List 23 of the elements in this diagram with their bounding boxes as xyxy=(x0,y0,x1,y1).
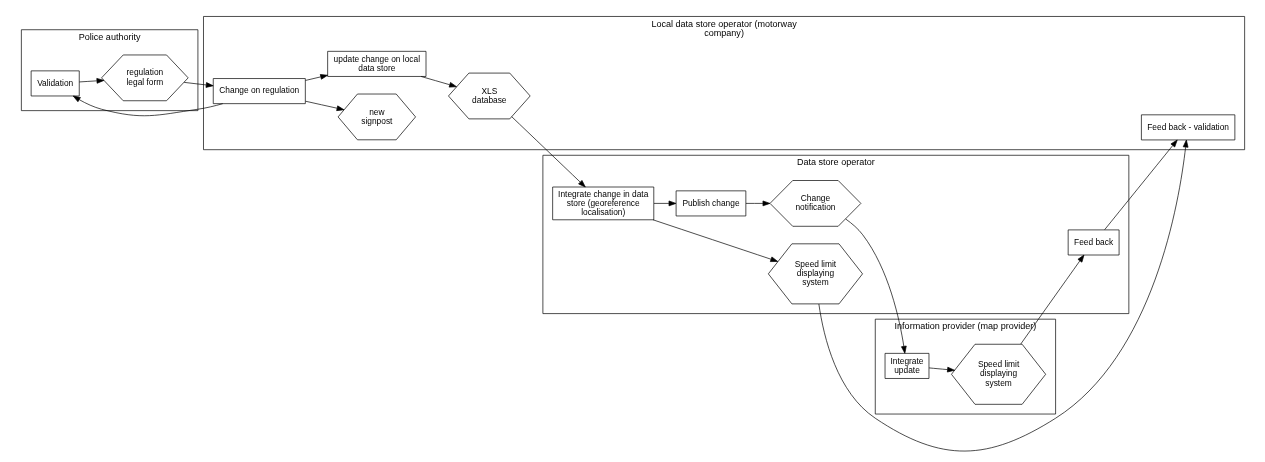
arrow xyxy=(420,76,457,88)
arrow xyxy=(653,200,676,207)
arrow xyxy=(72,95,223,117)
node-box: Validation xyxy=(30,70,80,97)
arrow xyxy=(1019,254,1084,345)
arrow xyxy=(928,366,955,373)
node-box: Integrate change in data store (georeference localisation) xyxy=(551,186,654,221)
arrow xyxy=(510,116,586,188)
node-box: Integrate update xyxy=(884,353,929,379)
arrow xyxy=(844,218,907,354)
arrow xyxy=(652,219,778,262)
node-box: Feed back xyxy=(1067,229,1119,256)
arrow xyxy=(745,200,770,207)
arrow xyxy=(304,74,328,81)
arrow xyxy=(78,78,104,84)
arrow xyxy=(1103,139,1178,231)
node-box: Change on regulation xyxy=(212,78,306,104)
node-box: Publish change xyxy=(675,190,746,217)
node-box: update change on local data store xyxy=(326,51,426,77)
arrow xyxy=(818,139,1188,452)
node-box: Feed back - validation xyxy=(1140,114,1235,141)
arrow xyxy=(304,100,344,111)
arrow xyxy=(183,82,213,88)
